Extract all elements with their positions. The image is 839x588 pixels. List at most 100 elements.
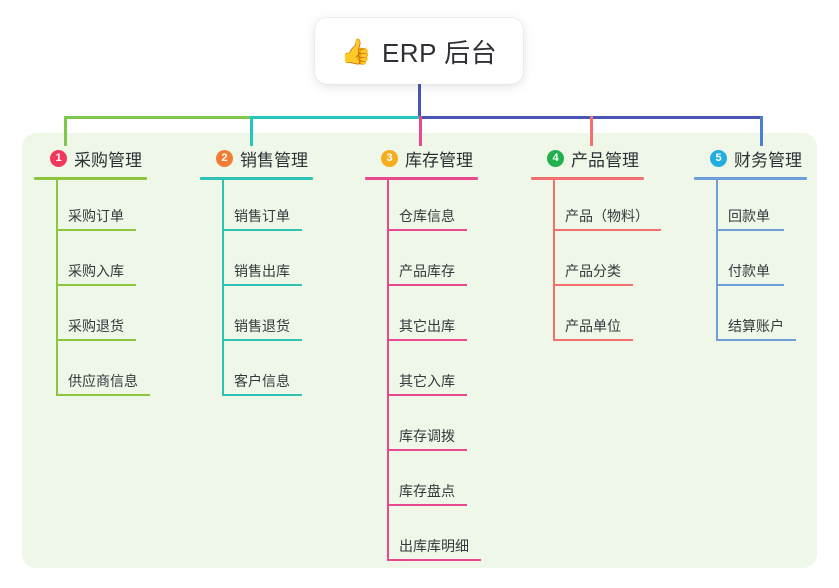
column-title: 产品管理 xyxy=(571,150,639,170)
branch-spine xyxy=(56,180,58,396)
root-node-card[interactable]: 👍 ERP 后台 xyxy=(315,18,523,84)
leaf-node-rule xyxy=(387,394,467,396)
leaf-node-rule xyxy=(387,284,467,286)
column-branch: 回款单付款单结算账户 xyxy=(694,180,807,345)
branch-spine xyxy=(716,180,718,341)
column-header-rule xyxy=(365,177,478,180)
column-header-rule xyxy=(200,177,313,180)
leaf-node-label: 仓库信息 xyxy=(399,208,455,224)
leaf-node[interactable]: 供应商信息 xyxy=(34,345,150,400)
leaf-node[interactable]: 采购入库 xyxy=(34,235,147,290)
leaf-node[interactable]: 产品（物料） xyxy=(531,180,661,235)
leaf-node[interactable]: 其它出库 xyxy=(365,290,478,345)
leaf-node-rule xyxy=(56,394,150,396)
column-header-3[interactable]: 3 库存管理 xyxy=(365,146,478,170)
connector-bus-segment-2 xyxy=(250,116,422,119)
leaf-node-rule xyxy=(222,229,302,231)
leaf-node-label: 产品库存 xyxy=(399,263,455,279)
leaf-node-label: 供应商信息 xyxy=(68,373,138,389)
leaf-node-label: 采购入库 xyxy=(68,263,124,279)
leaf-node-label: 客户信息 xyxy=(234,373,290,389)
leaf-node-rule xyxy=(222,394,302,396)
diagram-background-panel xyxy=(22,133,817,568)
column-header-4[interactable]: 4 产品管理 xyxy=(531,146,644,170)
leaf-node[interactable]: 库存调拨 xyxy=(365,400,478,455)
leaf-node[interactable]: 付款单 xyxy=(694,235,807,290)
leaf-node[interactable]: 销售订单 xyxy=(200,180,313,235)
leaf-node-rule xyxy=(387,339,467,341)
connector-drop-4 xyxy=(590,116,593,146)
leaf-node[interactable]: 库存盘点 xyxy=(365,455,478,510)
column-title: 库存管理 xyxy=(405,150,473,170)
leaf-node-rule xyxy=(56,339,136,341)
leaf-node[interactable]: 销售退货 xyxy=(200,290,313,345)
leaf-node[interactable]: 采购退货 xyxy=(34,290,147,345)
column-branch: 销售订单销售出库销售退货客户信息 xyxy=(200,180,313,400)
column-branch: 采购订单采购入库采购退货供应商信息 xyxy=(34,180,150,400)
column-title: 财务管理 xyxy=(734,150,802,170)
connector-root-drop xyxy=(418,84,421,119)
leaf-node-label: 采购退货 xyxy=(68,318,124,334)
leaf-node[interactable]: 客户信息 xyxy=(200,345,313,400)
column-header-2[interactable]: 2 销售管理 xyxy=(200,146,313,170)
column-index-badge: 2 xyxy=(216,149,233,167)
leaf-node-label: 库存调拨 xyxy=(399,428,455,444)
leaf-node-label: 付款单 xyxy=(728,263,770,279)
leaf-node-label: 产品（物料） xyxy=(565,208,649,224)
column-branch: 仓库信息产品库存其它出库其它入库库存调拨库存盘点出库库明细 xyxy=(365,180,481,565)
branch-spine xyxy=(222,180,224,396)
leaf-node[interactable]: 产品单位 xyxy=(531,290,644,345)
column-index-badge: 5 xyxy=(710,149,727,167)
leaf-node-label: 其它出库 xyxy=(399,318,455,334)
leaf-node[interactable]: 其它入库 xyxy=(365,345,478,400)
column-5: 5 财务管理回款单付款单结算账户 xyxy=(694,146,807,345)
leaf-node-label: 销售出库 xyxy=(234,263,290,279)
branch-spine xyxy=(387,180,389,561)
leaf-node-label: 其它入库 xyxy=(399,373,455,389)
connector-drop-5 xyxy=(760,116,763,146)
column-index-badge: 1 xyxy=(50,149,67,167)
leaf-node-rule xyxy=(387,449,467,451)
column-header-rule xyxy=(34,177,147,180)
column-index-badge: 3 xyxy=(381,149,398,167)
leaf-node-label: 产品分类 xyxy=(565,263,621,279)
root-node-title: ERP 后台 xyxy=(381,37,498,68)
connector-drop-2 xyxy=(250,116,253,146)
column-header-5[interactable]: 5 财务管理 xyxy=(694,146,807,170)
thumbs-up-icon: 👍 xyxy=(340,36,372,66)
leaf-node[interactable]: 销售出库 xyxy=(200,235,313,290)
column-3: 3 库存管理仓库信息产品库存其它出库其它入库库存调拨库存盘点出库库明细 xyxy=(365,146,481,565)
leaf-node-rule xyxy=(387,229,467,231)
leaf-node-label: 采购订单 xyxy=(68,208,124,224)
leaf-node[interactable]: 产品库存 xyxy=(365,235,478,290)
column-header-rule xyxy=(694,177,807,180)
column-index-badge: 4 xyxy=(547,149,564,167)
leaf-node-label: 出库库明细 xyxy=(399,538,469,554)
leaf-node[interactable]: 回款单 xyxy=(694,180,807,235)
leaf-node-rule xyxy=(387,504,467,506)
leaf-node-label: 销售订单 xyxy=(234,208,290,224)
leaf-node-label: 回款单 xyxy=(728,208,770,224)
leaf-node[interactable]: 采购订单 xyxy=(34,180,147,235)
column-header-rule xyxy=(531,177,644,180)
leaf-node[interactable]: 出库库明细 xyxy=(365,510,481,565)
leaf-node[interactable]: 仓库信息 xyxy=(365,180,478,235)
leaf-node-label: 销售退货 xyxy=(234,318,290,334)
leaf-node-rule xyxy=(716,229,784,231)
column-title: 销售管理 xyxy=(240,150,308,170)
leaf-node-rule xyxy=(222,339,302,341)
connector-drop-1 xyxy=(64,116,67,146)
leaf-node[interactable]: 结算账户 xyxy=(694,290,807,345)
leaf-node-rule xyxy=(553,229,661,231)
leaf-node-label: 库存盘点 xyxy=(399,483,455,499)
leaf-node[interactable]: 产品分类 xyxy=(531,235,644,290)
branch-spine xyxy=(553,180,555,341)
leaf-node-rule xyxy=(56,229,136,231)
leaf-node-rule xyxy=(553,339,633,341)
column-2: 2 销售管理销售订单销售出库销售退货客户信息 xyxy=(200,146,313,400)
leaf-node-rule xyxy=(716,339,796,341)
leaf-node-label: 结算账户 xyxy=(728,318,784,334)
